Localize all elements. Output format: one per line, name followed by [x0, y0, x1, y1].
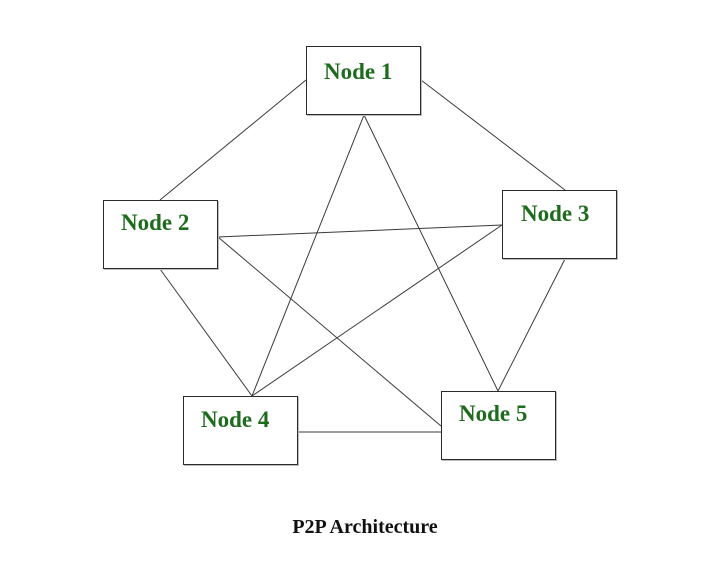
- node-4-box: Node 4: [183, 396, 298, 465]
- edges-layer: [159, 79, 566, 433]
- node-3-label: Node 3: [521, 201, 590, 226]
- edge-n1-n2: [159, 79, 307, 201]
- edge-n2-n4: [159, 268, 253, 397]
- node-5-label: Node 5: [459, 401, 528, 426]
- edge-n1-n5: [363, 114, 499, 392]
- edge-n2-n5: [217, 236, 442, 427]
- node-1-box: Node 1: [306, 46, 421, 115]
- node-2-box: Node 2: [103, 200, 218, 269]
- edge-n2-n3: [217, 224, 503, 238]
- diagram-caption: P2P Architecture: [292, 516, 438, 538]
- node-1-label: Node 1: [324, 59, 393, 84]
- edge-n1-n4: [251, 114, 365, 397]
- edge-n3-n4: [251, 224, 503, 397]
- edge-n1-n3: [420, 79, 566, 191]
- edge-n3-n5: [497, 258, 566, 392]
- node-5-box: Node 5: [441, 391, 556, 460]
- node-4-label: Node 4: [201, 407, 270, 432]
- node-3-box: Node 3: [502, 190, 617, 259]
- node-2-label: Node 2: [121, 210, 190, 235]
